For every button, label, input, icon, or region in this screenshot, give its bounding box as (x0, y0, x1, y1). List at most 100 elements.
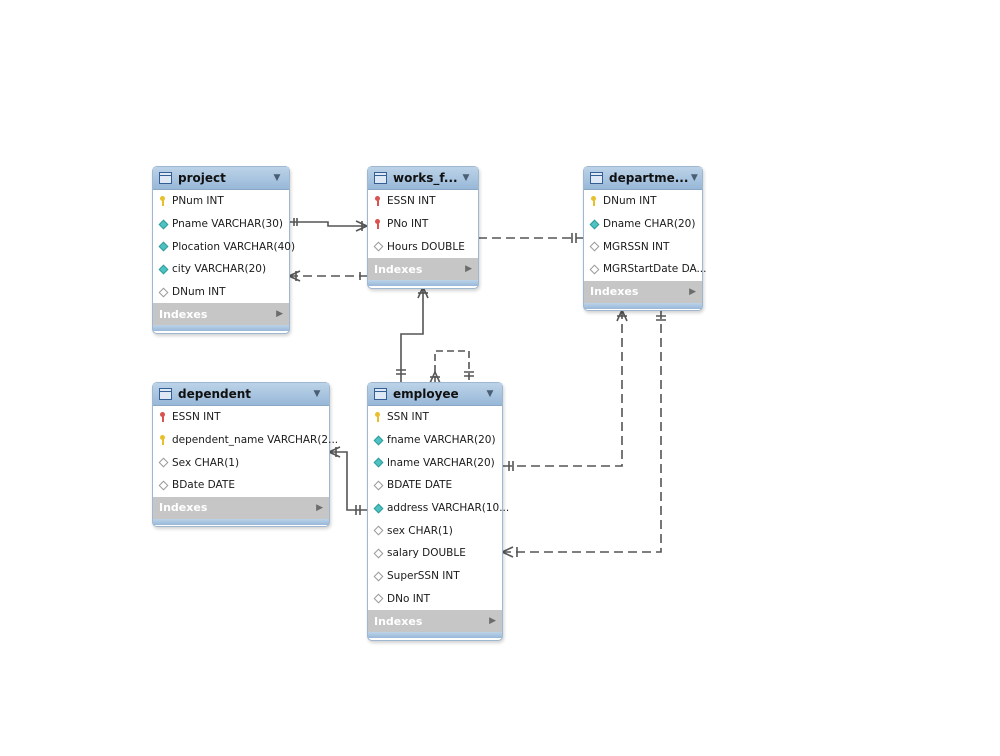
nullable-column-icon (589, 264, 599, 275)
rel-project-works-for-dashed (287, 270, 367, 282)
not-null-column-icon (158, 219, 168, 229)
table-footer (153, 518, 329, 525)
rel-department-employee-salary (500, 310, 666, 558)
column-row[interactable]: DNo INT (368, 588, 502, 611)
column-label: ESSN INT (387, 195, 436, 208)
column-row[interactable]: DNum INT (584, 190, 702, 213)
table-icon (374, 388, 387, 400)
column-row[interactable]: Sex CHAR(1) (153, 451, 329, 474)
indexes-label: Indexes (159, 501, 208, 515)
column-row[interactable]: lname VARCHAR(20) (368, 451, 502, 474)
column-row[interactable]: BDate DATE (153, 474, 329, 497)
table-header[interactable]: dependent ▼ (153, 383, 329, 406)
column-row[interactable]: PNum INT (153, 190, 289, 213)
column-row[interactable]: Hours DOUBLE (368, 235, 478, 258)
column-row[interactable]: PNo INT (368, 213, 478, 236)
column-label: Hours DOUBLE (387, 240, 465, 253)
expand-arrow-icon[interactable]: ▶ (465, 264, 472, 275)
table-icon (590, 172, 603, 184)
rel-works-for-department (478, 233, 584, 243)
not-null-column-icon (158, 241, 168, 252)
column-label: MGRStartDate DA... (603, 263, 707, 276)
expand-arrow-icon[interactable]: ▶ (276, 309, 283, 320)
column-label: Plocation VARCHAR(40) (172, 240, 296, 253)
indexes-label: Indexes (374, 262, 423, 276)
column-label: dependent_name VARCHAR(2... (172, 434, 339, 447)
column-row[interactable]: city VARCHAR(20) (153, 258, 289, 281)
rel-department-employee-lname (502, 308, 628, 471)
column-row[interactable]: BDATE DATE (368, 474, 502, 497)
rel-dependent-employee (327, 446, 367, 515)
collapse-arrow-icon[interactable]: ▼ (486, 389, 494, 399)
primary-key-icon (590, 196, 598, 207)
expand-arrow-icon[interactable]: ▶ (316, 502, 323, 513)
column-row[interactable]: sex CHAR(1) (368, 519, 502, 542)
table-employee[interactable]: employee ▼ SSN INT fname VARCHAR(20) lna… (367, 382, 509, 641)
column-row[interactable]: Dname CHAR(20) (584, 213, 702, 236)
column-row[interactable]: ESSN INT (153, 406, 329, 429)
table-header[interactable]: departme... ▼ (584, 167, 702, 190)
column-label: lname VARCHAR(20) (387, 456, 495, 469)
column-label: PNum INT (172, 195, 224, 208)
column-label: Sex CHAR(1) (172, 456, 240, 469)
table-works-for[interactable]: works_f... ▼ ESSN INT PNo INT Hours DOUB… (367, 166, 479, 289)
column-row[interactable]: fname VARCHAR(20) (368, 429, 502, 452)
indexes-section[interactable]: Indexes ▶ (368, 258, 478, 281)
indexes-label: Indexes (374, 614, 423, 628)
table-department[interactable]: departme... ▼ DNum INT Dname CHAR(20) MG… (583, 166, 707, 311)
column-label: Dname CHAR(20) (603, 218, 696, 231)
column-row[interactable]: dependent_name VARCHAR(2... (153, 429, 338, 452)
nullable-column-icon (373, 548, 383, 559)
table-name: dependent (178, 387, 252, 401)
column-row[interactable]: MGRStartDate DA... (584, 258, 707, 281)
column-row[interactable]: MGRSSN INT (584, 235, 702, 258)
nullable-column-icon (158, 480, 168, 491)
column-row[interactable]: Plocation VARCHAR(40) (153, 235, 295, 258)
table-dependent[interactable]: dependent ▼ ESSN INT dependent_name VARC… (152, 382, 338, 527)
column-row[interactable]: address VARCHAR(10... (368, 497, 509, 520)
indexes-section[interactable]: Indexes ▶ (368, 610, 502, 633)
primary-key-icon (159, 435, 167, 446)
column-row[interactable]: SuperSSN INT (368, 565, 502, 588)
collapse-arrow-icon[interactable]: ▼ (273, 173, 281, 183)
column-label: Pname VARCHAR(30) (172, 218, 283, 231)
nullable-column-icon (373, 241, 383, 252)
table-footer (584, 302, 702, 309)
table-project[interactable]: project ▼ PNum INT Pname VARCHAR(30) Plo… (152, 166, 295, 334)
rel-employee-self (429, 350, 474, 384)
indexes-section[interactable]: Indexes▶ (153, 303, 289, 326)
column-label: address VARCHAR(10... (387, 502, 510, 515)
indexes-section[interactable]: Indexes▶ (584, 280, 702, 303)
not-null-column-icon (589, 219, 599, 229)
table-header[interactable]: employee ▼ (368, 383, 502, 406)
table-name: works_f... (393, 171, 458, 185)
column-row[interactable]: SSN INT (368, 406, 502, 429)
collapse-arrow-icon[interactable]: ▼ (690, 173, 698, 183)
column-row[interactable]: Pname VARCHAR(30) (153, 213, 289, 236)
nullable-column-icon (373, 593, 383, 604)
indexes-section[interactable]: Indexes ▶ (153, 496, 329, 519)
nullable-column-icon (589, 241, 599, 252)
table-footer (153, 325, 289, 332)
column-row[interactable]: DNum INT (153, 281, 289, 304)
foreign-key-icon (159, 412, 167, 423)
column-label: sex CHAR(1) (387, 524, 453, 537)
table-header[interactable]: works_f... ▼ (368, 167, 478, 190)
primary-key-icon (159, 196, 167, 207)
collapse-arrow-icon[interactable]: ▼ (313, 389, 321, 399)
column-row[interactable]: salary DOUBLE (368, 542, 502, 565)
expand-arrow-icon[interactable]: ▶ (489, 616, 496, 627)
table-name: departme... (609, 171, 689, 185)
expand-arrow-icon[interactable]: ▶ (689, 286, 696, 297)
table-icon (374, 172, 387, 184)
table-header[interactable]: project ▼ (153, 167, 289, 190)
nullable-column-icon (373, 525, 383, 536)
column-label: DNum INT (603, 195, 657, 208)
column-row[interactable]: ESSN INT (368, 190, 478, 213)
rel-works-for-employee (396, 285, 429, 383)
rel-project-works-for-pno (289, 218, 369, 232)
foreign-key-icon (374, 196, 382, 207)
collapse-arrow-icon[interactable]: ▼ (462, 173, 470, 183)
